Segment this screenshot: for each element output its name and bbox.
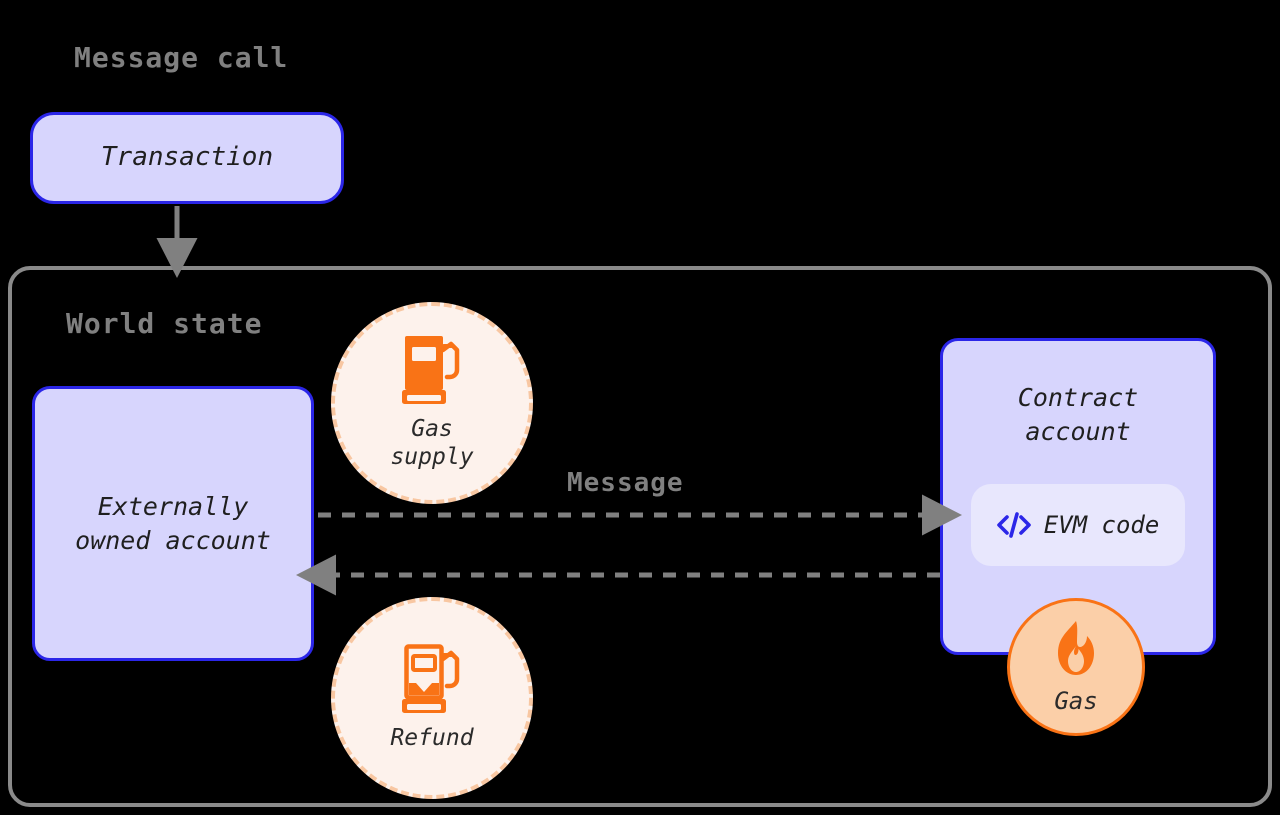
badge-refund[interactable]: Refund — [331, 597, 533, 799]
badge-refund-label: Refund — [390, 725, 473, 753]
node-externally-owned-account[interactable]: Externally owned account — [32, 386, 314, 661]
fuel-pump-full-icon — [401, 334, 463, 410]
node-contract-label-line1: Contract — [1017, 383, 1139, 412]
badge-gas[interactable]: Gas — [1007, 598, 1145, 736]
message-call-title: Message call — [74, 41, 289, 74]
badge-gas-supply[interactable]: Gas supply — [331, 302, 533, 504]
badge-refund-line1: Refund — [390, 725, 474, 752]
world-state-title: World state — [66, 307, 263, 340]
badge-gas-supply-line2: supply — [390, 444, 474, 470]
node-transaction-label: Transaction — [100, 142, 274, 173]
node-transaction[interactable]: Transaction — [30, 112, 344, 204]
fuel-pump-partial-icon — [401, 643, 463, 719]
edge-label-message: Message — [567, 468, 684, 498]
badge-gas-supply-line1: Gas — [411, 416, 453, 443]
node-eoa-label-line1: Externally — [97, 491, 249, 521]
node-eoa-label-line2: owned account — [75, 525, 271, 555]
world-state-container — [8, 266, 1272, 807]
evm-code-chip[interactable]: EVM code — [971, 484, 1185, 566]
badge-gas-supply-label: Gas supply — [390, 416, 473, 471]
code-brackets-icon — [996, 512, 1031, 538]
node-contract-label-line2: account — [1025, 416, 1131, 446]
badge-gas-label: Gas — [1054, 687, 1098, 715]
evm-code-label: EVM code — [1043, 511, 1160, 539]
flame-icon — [1047, 619, 1105, 685]
